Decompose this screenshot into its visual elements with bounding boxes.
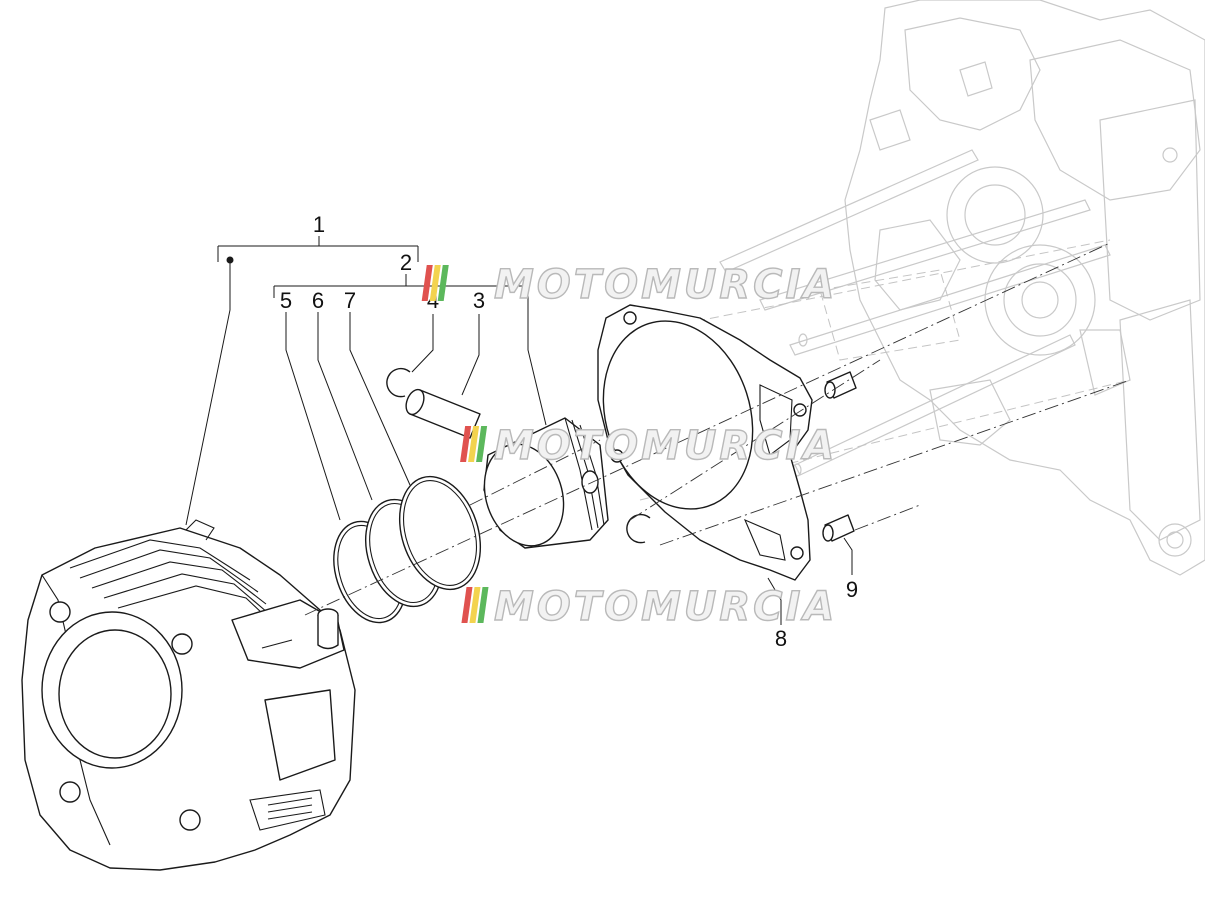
- watermark-logo: [461, 587, 489, 623]
- watermark-middle: MOTOMURCIA: [460, 422, 837, 470]
- callout-5: 5: [280, 288, 292, 313]
- callout-1: 1: [313, 212, 325, 237]
- watermark-logo: [460, 426, 488, 462]
- circlip-left: [386, 367, 411, 398]
- callout-3: 3: [473, 288, 485, 313]
- watermark-top: MOTOMURCIA: [421, 261, 837, 309]
- leader-lines: [185, 236, 853, 625]
- piston: [483, 417, 609, 549]
- callout-2: 2: [400, 250, 412, 275]
- piston-ring-7: [398, 475, 482, 591]
- piston-pin: [405, 388, 481, 439]
- callout-8: 8: [775, 626, 787, 651]
- watermark-text: MOTOMURCIA: [494, 584, 837, 630]
- cylinder-block: [21, 519, 356, 871]
- callout-6: 6: [312, 288, 324, 313]
- watermark-logo: [421, 265, 449, 301]
- crankcase-background: [599, 0, 1205, 576]
- base-gasket: [597, 304, 813, 581]
- callout-9: 9: [846, 577, 858, 602]
- watermark-bottom: MOTOMURCIA: [461, 583, 837, 631]
- watermark-text: MOTOMURCIA: [494, 262, 837, 308]
- assembly-axis-lines: [304, 242, 1131, 616]
- circlip-right: [626, 513, 651, 544]
- piston-rings: [333, 475, 482, 624]
- watermark-text: MOTOMURCIA: [494, 423, 837, 469]
- callout-7: 7: [344, 288, 356, 313]
- circlips: [386, 367, 651, 544]
